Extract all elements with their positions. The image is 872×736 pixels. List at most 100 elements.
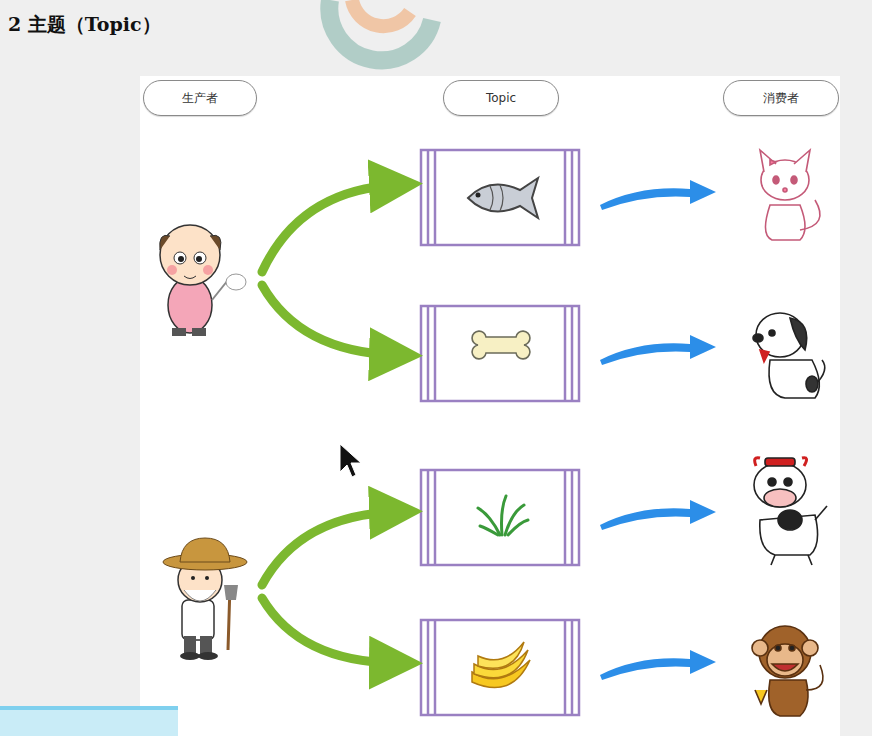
cat-figure: [791, 176, 797, 184]
topic-queue: [421, 470, 579, 565]
producer-figure: [167, 265, 177, 275]
topic-queue: [571, 306, 574, 401]
grass-icon: [508, 520, 528, 535]
monkey-figure: [806, 665, 823, 690]
cat-figure: [760, 150, 820, 240]
blue-arrow: [600, 335, 716, 365]
banana-icon: [472, 642, 530, 688]
header-pill: 生产者: [143, 80, 257, 116]
topic-queue: [427, 620, 430, 715]
producer-figure: [194, 252, 206, 264]
producer-figure: [184, 636, 196, 654]
cat-figure: [765, 205, 805, 240]
producer-figure: [191, 576, 195, 580]
blue-arrow: [600, 180, 716, 210]
monkey-figure: [767, 644, 803, 676]
dog-figure: [769, 330, 775, 336]
topic-queue: [421, 306, 579, 401]
topic-queue: [434, 150, 437, 245]
producer-figure: [160, 225, 246, 336]
cat-figure: [783, 188, 787, 192]
topic-queue: [434, 470, 437, 565]
green-arrow: [262, 285, 396, 355]
green-arrow: [262, 185, 396, 272]
topic-queue: [421, 470, 579, 565]
monkey-figure: [789, 645, 795, 651]
topic-queue: [571, 150, 574, 245]
mouse-cursor: [340, 444, 361, 477]
producer-figure: [184, 276, 196, 279]
cat-figure: [800, 200, 820, 230]
bottom-bar: [0, 706, 178, 710]
green-arrow: [262, 512, 396, 585]
mouse-cursor: [340, 444, 361, 477]
producer-figure: [160, 225, 220, 285]
topic-queue: [421, 150, 579, 245]
producer-figure: [192, 328, 206, 336]
dog-figure: [769, 360, 819, 398]
monkey-figure: [802, 640, 818, 656]
fish-icon: [476, 193, 481, 198]
topic-queue: [427, 150, 430, 245]
topic-queue: [421, 306, 579, 401]
producer-figure: [203, 265, 213, 275]
dog-figure: [753, 334, 763, 342]
header-pill: 消费者: [723, 80, 839, 116]
producer-figure: [198, 652, 218, 660]
topic-queue: [564, 620, 567, 715]
green-arrow: [262, 598, 396, 663]
producer-figure: [180, 652, 200, 660]
blue-arrow: [600, 500, 716, 530]
dog-figure: [806, 376, 818, 392]
cow-figure: [754, 463, 806, 507]
dog-figure: [760, 350, 769, 362]
topic-queue: [427, 306, 430, 401]
topic-queue: [434, 306, 437, 401]
topic-queue: [421, 620, 579, 715]
cow-figure: [764, 489, 796, 507]
header-label: 生产者: [182, 90, 218, 107]
producer-figure: [196, 256, 202, 262]
grass-icon: [478, 508, 500, 535]
topic-queue: [434, 620, 437, 715]
cat-figure: [770, 160, 776, 165]
topic-queue: [421, 620, 579, 715]
monkey-figure: [752, 626, 823, 716]
producer-figure: [174, 252, 186, 264]
dog-figure: [790, 318, 807, 350]
fish-icon: [490, 185, 503, 211]
cow-figure: [784, 478, 792, 486]
bottom-bar: [0, 709, 178, 736]
bottom-bar: [0, 706, 178, 736]
monkey-figure: [775, 645, 781, 651]
header-pill: Topic: [443, 80, 559, 116]
header-label: Topic: [486, 91, 516, 105]
watermark: [352, 0, 410, 26]
cow-figure: [765, 458, 795, 466]
cow-figure: [768, 478, 776, 486]
topic-queue: [564, 470, 567, 565]
monkey-figure: [752, 640, 768, 656]
watermark: [329, 0, 432, 60]
producer-figure: [180, 538, 230, 562]
panel: [140, 76, 840, 736]
producer-figure: [226, 274, 246, 290]
topic-queue: [421, 150, 579, 715]
dog-figure: [753, 313, 825, 398]
blue-arrow: [600, 650, 716, 680]
topic-queue: [571, 470, 574, 565]
producer-figure: [178, 256, 184, 262]
producer-figure: [163, 538, 247, 660]
grass-icon: [478, 496, 528, 535]
producer-figure: [182, 600, 214, 640]
producer-figure: [184, 590, 216, 601]
grass-icon: [480, 526, 498, 535]
producer-figure: [172, 328, 186, 336]
producer-figure: [200, 636, 212, 654]
blue-arrow: [600, 180, 716, 680]
topic-queue: [427, 470, 430, 565]
header-label: 消费者: [763, 90, 799, 107]
producer-figure: [160, 235, 221, 250]
cow-figure: [778, 510, 802, 530]
fish-icon: [468, 178, 538, 218]
